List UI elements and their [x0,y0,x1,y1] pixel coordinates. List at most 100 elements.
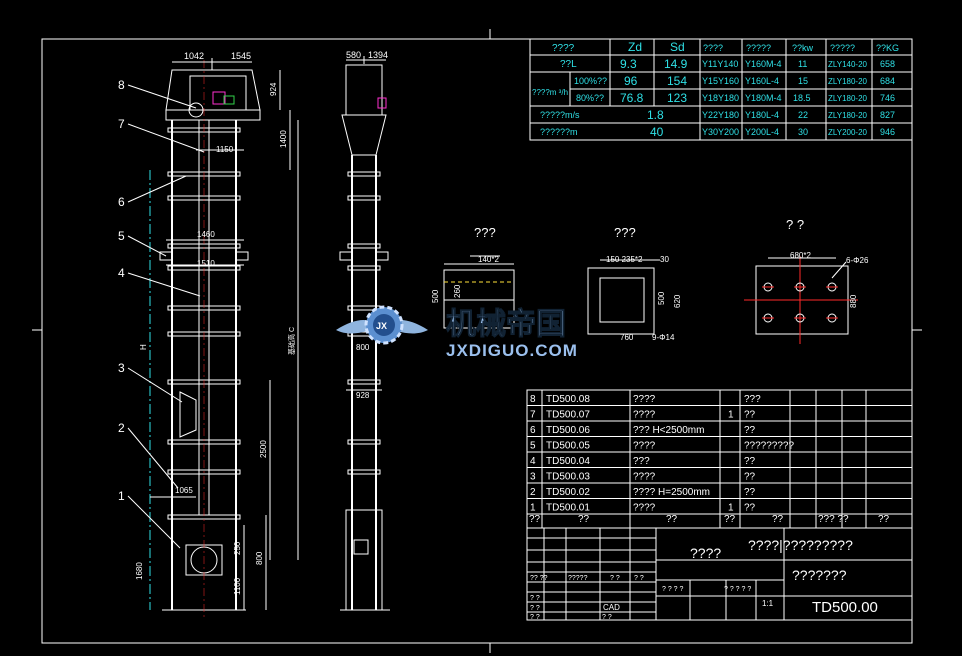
performance-table: ???? Zd Sd ???? ????? ??kw ????? ??KG ??… [529,38,913,141]
watermark-cn: 机械帝国 [446,307,566,341]
perf-r2-sd: 123 [667,91,687,105]
dim-880: 880 [849,294,858,308]
tb-small-4: ? ? [634,575,644,582]
dim-800b: 800 [356,343,370,352]
dim-140x2: 140*2 [478,255,499,264]
parts-cell: ?? [744,410,756,421]
callout-1: 1 [118,489,125,503]
tb-small-2: ????? [568,575,588,582]
dim-hc: 基础高 C [287,327,296,355]
parts-cell: TD500.05 [546,441,590,452]
section-label-c: ? ? [786,217,804,232]
parts-hdr-2: ?? [666,514,678,525]
dim-760: 760 [620,333,634,342]
parts-cell: TD500.06 [546,425,590,436]
dim-928: 928 [356,391,370,400]
dim-500a: 500 [431,289,440,303]
perf-header-3: ???? [703,43,723,53]
perf-r3-c5: 22 [798,110,808,120]
perf-r3-c4: Y180L-4 [745,110,779,120]
perf-r3-c6: ZLY180-20 [828,111,868,120]
parts-hdr-3: ?? [724,514,736,525]
parts-cell: TD500.07 [546,410,590,421]
perf-r4-label: ??????m [540,127,578,137]
perf-r2-zd: 76.8 [620,91,644,105]
parts-cell: ??? [744,394,761,405]
parts-hdr-6: ?? [878,514,890,525]
perf-r4-c5: 30 [798,127,808,137]
perf-r0-label: ??L [560,59,577,70]
parts-cell: 4 [530,456,536,467]
perf-r1-sd: 154 [667,74,687,88]
perf-cap-label: ????m ³/h [532,88,568,97]
parts-cell: ???? [633,503,656,514]
perf-r1-c6: ZLY180-20 [828,77,868,86]
perf-r2-c3: Y18Y180 [702,93,739,103]
tb-small-5: ? ? [530,595,540,602]
parts-cell: 2 [530,487,536,498]
perf-header-4: ????? [746,43,771,53]
perf-r1-zd: 96 [624,74,638,88]
parts-hdr-1: ?? [578,514,590,525]
perf-r2-c6: ZLY180-20 [828,94,868,103]
callout-6: 6 [118,195,125,209]
perf-r4-c4: Y200L-4 [745,127,779,137]
casing-flange-side [347,243,381,249]
perf-r0-c4: Y160M-4 [745,59,782,69]
callout-2: 2 [118,421,125,435]
tb-small-8: ? ? [602,614,612,621]
callout-3: 3 [118,361,125,375]
dim-250: 250 [233,541,242,555]
dim-924: 924 [269,82,278,96]
perf-r4-c3: Y30Y200 [702,127,739,137]
perf-r0-sd: 14.9 [664,57,688,71]
parts-cell: 6 [530,425,536,436]
parts-cell: ?? [744,456,756,467]
dim-580: 580 [346,50,361,60]
parts-cell: ??? H<2500mm [633,425,704,436]
dim-9-14: 9-Φ14 [652,333,675,342]
tb-small-6: ? ? [530,605,540,612]
perf-r3-c7: 827 [880,110,895,120]
parts-cell: 1 [728,410,734,421]
perf-header-0: ???? [552,43,575,54]
parts-cell: ?? [744,503,756,514]
dim-6-26: 6-Φ26 [846,256,869,265]
parts-cell: 7 [530,410,536,421]
parts-cell: 3 [530,472,536,483]
tb-small-9: ? ? ? ? [662,586,684,593]
parts-cell: TD500.08 [546,394,590,405]
perf-r4-c6: ZLY200-20 [828,128,868,137]
dim-1100: 1100 [233,577,242,595]
section-label-b: ??? [614,225,636,240]
dim-30: 30 [660,255,669,264]
detail-view-c: ? ? 680*2 6-Φ26 880 [744,217,869,344]
parts-cell: ?? [744,487,756,498]
parts-cell: ??? [633,456,650,467]
parts-cell: 1 [728,503,734,514]
perf-r0-c5: 11 [798,59,807,69]
drawing-cad: CAD [603,603,620,612]
casing-flange-side [347,195,381,201]
parts-hdr-4: ?? [772,514,784,525]
dim-500b: 500 [657,291,666,305]
perf-r3-c3: Y22Y180 [702,110,739,120]
callout-5: 5 [118,229,125,243]
dim-1510: 1510 [197,259,215,268]
parts-cell: ???? [633,441,656,452]
dim-1545: 1545 [231,51,251,61]
dim-620: 620 [673,294,682,308]
perf-header-7: ??KG [876,43,899,53]
dim-150-235: 150 235*2 [606,255,643,264]
perf-r0-c3: Y11Y140 [702,59,738,69]
side-view: 580 1394 928 800 [339,50,390,611]
front-view: 1042 1545 1150 1460 1510 924 1400 基础高 C … [135,51,299,620]
dim-1460: 1460 [197,230,215,239]
perf-r0-c6: ZLY140-20 [828,60,868,69]
dim-800: 800 [255,551,264,565]
parts-cell: ???? [633,472,656,483]
detail-view-a: ??? 140*2 500 260 [431,225,515,329]
parts-cell: ????????? [744,441,794,452]
